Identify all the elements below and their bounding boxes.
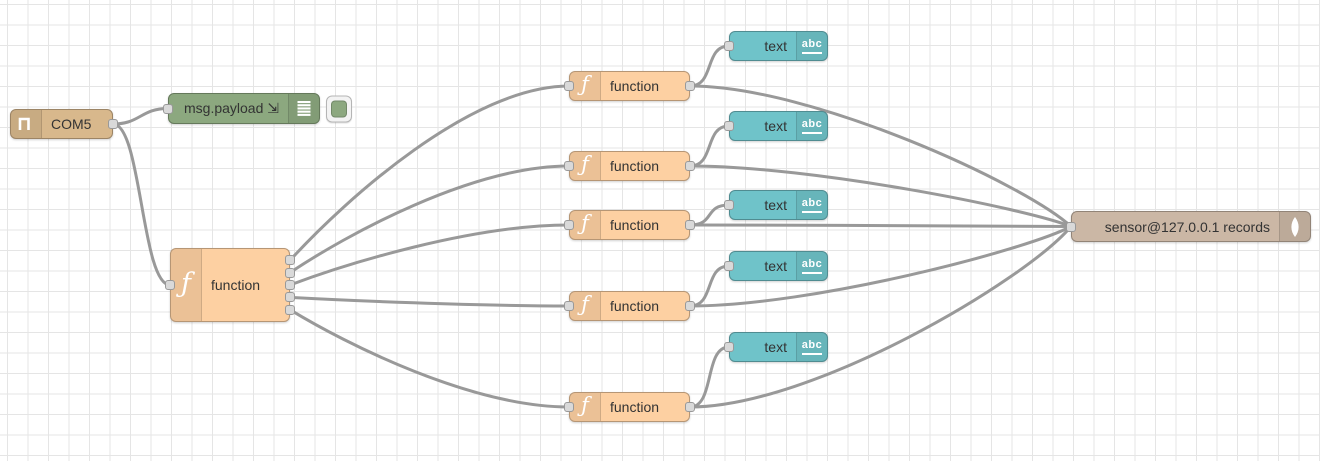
node-func1[interactable]: ƒ function bbox=[564, 71, 695, 101]
text-icon: abc bbox=[796, 32, 827, 60]
node-label: function bbox=[610, 399, 660, 415]
input-port[interactable] bbox=[564, 301, 574, 311]
wire[interactable] bbox=[289, 308, 570, 409]
wire[interactable] bbox=[289, 223, 570, 287]
node-label: text bbox=[764, 258, 787, 274]
node-sensor[interactable]: sensor@127.0.0.1 records bbox=[1066, 211, 1311, 242]
output-port[interactable] bbox=[685, 402, 695, 412]
input-port[interactable] bbox=[724, 41, 734, 51]
node-label: function bbox=[610, 298, 660, 314]
wire[interactable] bbox=[289, 164, 570, 274]
node-func2[interactable]: ƒ function bbox=[564, 151, 695, 181]
wire[interactable] bbox=[689, 225, 1072, 308]
node-label: sensor@127.0.0.1 records bbox=[1104, 218, 1270, 235]
input-port[interactable] bbox=[564, 161, 574, 171]
node-label: function bbox=[610, 78, 660, 94]
input-port[interactable] bbox=[724, 200, 734, 210]
output-port[interactable] bbox=[108, 119, 118, 129]
wire[interactable] bbox=[112, 107, 169, 126]
input-port[interactable] bbox=[564, 81, 574, 91]
input-port[interactable] bbox=[724, 261, 734, 271]
output-port[interactable] bbox=[285, 267, 295, 278]
input-port[interactable] bbox=[724, 121, 734, 131]
function-icon: ƒ bbox=[171, 249, 202, 321]
node-debug[interactable]: msg.payload ⇲ bbox=[163, 93, 352, 124]
node-func3[interactable]: ƒ function bbox=[564, 210, 695, 240]
output-port[interactable] bbox=[285, 304, 295, 315]
node-label: text bbox=[764, 197, 787, 213]
wire[interactable] bbox=[689, 264, 730, 308]
output-port[interactable] bbox=[285, 255, 295, 266]
node-label: function bbox=[610, 158, 660, 174]
node-func4[interactable]: ƒ function bbox=[564, 291, 695, 321]
node-label: COM5 bbox=[51, 116, 92, 132]
wire[interactable] bbox=[288, 84, 570, 262]
wire[interactable] bbox=[689, 84, 1073, 228]
serial-icon bbox=[11, 110, 42, 138]
wire[interactable] bbox=[689, 345, 730, 409]
debug-toggle-indicator bbox=[331, 100, 347, 117]
input-port[interactable] bbox=[724, 342, 734, 352]
node-label: text bbox=[764, 38, 787, 54]
wire[interactable] bbox=[689, 203, 730, 227]
leaf-icon bbox=[1279, 212, 1310, 241]
node-func_main[interactable]: ƒ function bbox=[165, 248, 295, 322]
function-icon: ƒ bbox=[570, 292, 601, 320]
output-port[interactable] bbox=[685, 301, 695, 311]
output-port[interactable] bbox=[685, 161, 695, 171]
text-icon: abc bbox=[796, 191, 827, 219]
node-label: text bbox=[764, 339, 787, 355]
text-icon: abc bbox=[796, 333, 827, 361]
node-label: text bbox=[764, 118, 787, 134]
input-port[interactable] bbox=[564, 402, 574, 412]
wire[interactable] bbox=[289, 295, 570, 308]
node-func5[interactable]: ƒ function bbox=[564, 392, 695, 422]
node-label: function bbox=[610, 217, 660, 233]
node-serial_in[interactable]: COM5 bbox=[10, 109, 118, 139]
text-icon: abc bbox=[796, 112, 827, 140]
wire[interactable] bbox=[112, 122, 171, 287]
output-port[interactable] bbox=[685, 81, 695, 91]
output-port[interactable] bbox=[285, 292, 295, 303]
input-port[interactable] bbox=[163, 103, 173, 114]
function-icon: ƒ bbox=[570, 211, 601, 239]
debug-icon bbox=[288, 94, 319, 123]
wire[interactable] bbox=[689, 225, 1073, 409]
node-label: msg.payload ⇲ bbox=[184, 100, 279, 116]
wire[interactable] bbox=[689, 164, 1072, 228]
function-icon: ƒ bbox=[570, 152, 601, 180]
input-port[interactable] bbox=[165, 280, 175, 290]
function-icon: ƒ bbox=[570, 393, 601, 421]
wire[interactable] bbox=[689, 124, 730, 168]
output-port[interactable] bbox=[285, 280, 295, 290]
function-icon: ƒ bbox=[570, 72, 601, 100]
output-port[interactable] bbox=[685, 220, 695, 230]
text-icon: abc bbox=[796, 252, 827, 280]
debug-toggle-button[interactable] bbox=[326, 95, 352, 122]
input-port[interactable] bbox=[564, 220, 574, 230]
wire[interactable] bbox=[689, 223, 1072, 228]
node-label: function bbox=[211, 277, 261, 293]
wire[interactable] bbox=[689, 44, 730, 88]
input-port[interactable] bbox=[1066, 221, 1076, 232]
